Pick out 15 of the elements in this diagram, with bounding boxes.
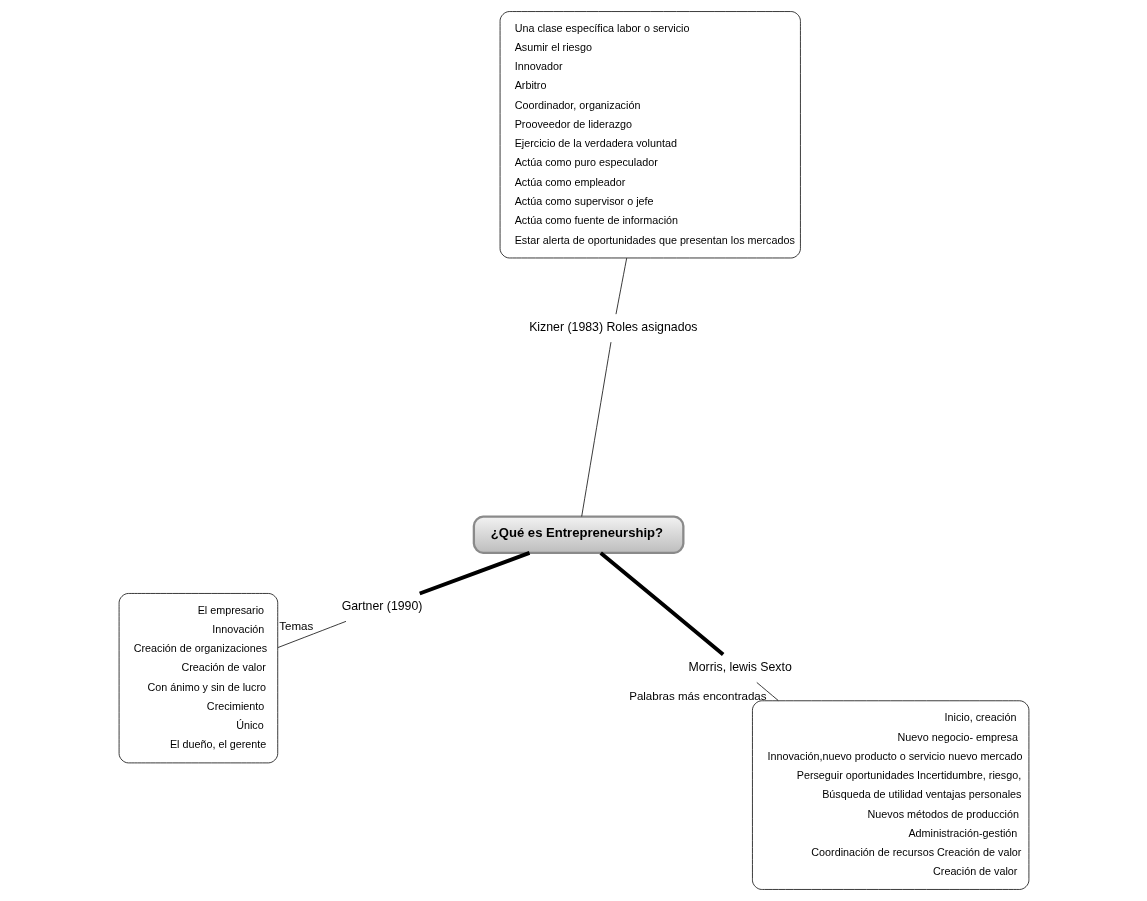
node-text: Gartner (1990) — [341, 599, 422, 614]
connector — [418, 551, 530, 596]
node-box: Una clase específica labor o servicio Asumir el riesgo Innovador Arbitro Coordinador, organización Prooveedor de liderazgo Ejercicio de la verdadera voluntad Actúa como puro especulador Actúa como empleador Actúa como supervisor o jefe Actúa como fuente de información Estar alerta de oportunidades que presentan los mercados — [499, 11, 801, 259]
connector — [755, 682, 779, 701]
edge-label: Palabras más encontradas — [628, 690, 767, 703]
node-box: Inicio, creación Nuevo negocio- empresa Innovación,nuevo producto o servicio nuevo mercado Perseguir oportunidades Incertidumbre, riesgo, Búsqueda de utilidad ventajas personales Nuevos métodos de producción Administración-gestión Coordinación de recursos Creación de valor Creación de valor — [751, 700, 1029, 890]
connector — [277, 620, 346, 648]
node-box: El empresario Innovación Creación de organizaciones Creación de valor Con ánimo y sin de lucro Crecimiento Único El dueño, el gerente — [118, 593, 278, 764]
connector — [580, 341, 611, 517]
connector — [599, 551, 724, 656]
node-text: Morris, lewis Sexto — [687, 660, 792, 675]
connector — [615, 257, 627, 315]
node-text: Kizner (1983) Roles asignados — [528, 319, 698, 334]
edge-label: Temas — [278, 619, 313, 632]
node-box: ¿Qué es Entrepreneurship? — [472, 515, 684, 554]
